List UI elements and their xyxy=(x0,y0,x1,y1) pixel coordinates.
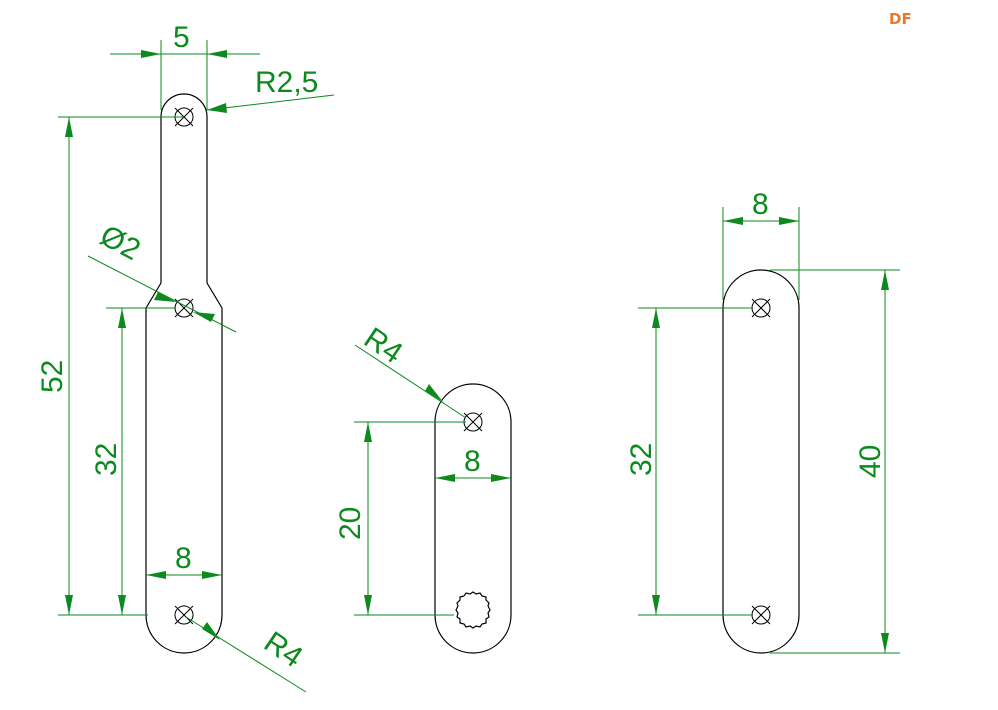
logo-text: DF xyxy=(889,10,912,28)
dim-long-top-width xyxy=(110,40,260,110)
dim-long-hole-diameter xyxy=(87,255,237,333)
dim-long-bottom-width-text: 8 xyxy=(175,542,192,575)
dim-short-radius xyxy=(354,344,467,419)
dim-straight-overall-length xyxy=(770,269,900,654)
straight-link-part xyxy=(722,269,800,654)
dim-long-bottom-width xyxy=(146,571,222,579)
dim-long-overall-length xyxy=(58,116,184,616)
dim-long-top-radius xyxy=(206,94,335,113)
long-link-bottom-hole xyxy=(174,605,194,625)
dim-long-top-radius-text: R2,5 xyxy=(255,66,318,99)
short-link-part xyxy=(434,383,512,654)
dim-straight-hole-spacing xyxy=(638,307,753,616)
dim-short-width xyxy=(435,474,511,482)
short-link-splined-hole xyxy=(455,591,491,629)
dim-long-hole-spacing-text: 32 xyxy=(90,443,123,476)
dim-long-overall-length-text: 52 xyxy=(36,360,69,393)
straight-link-outline xyxy=(722,269,800,654)
straight-link-top-hole xyxy=(751,298,771,318)
dim-short-width-text: 8 xyxy=(464,445,481,478)
dim-short-hole-spacing xyxy=(354,421,466,616)
dim-long-top-width-text: 5 xyxy=(173,21,190,54)
straight-link-bottom-hole xyxy=(751,605,771,625)
short-link-top-hole xyxy=(463,412,483,432)
dim-straight-width-text: 8 xyxy=(752,188,769,221)
dim-short-radius-text: R4 xyxy=(358,321,408,370)
short-link-outline xyxy=(434,383,512,654)
long-link-outline xyxy=(145,93,223,654)
dim-long-bottom-radius xyxy=(185,616,307,693)
dim-short-hole-spacing-text: 20 xyxy=(334,507,367,540)
dim-straight-hole-spacing-text: 32 xyxy=(625,443,658,476)
dim-straight-overall-length-text: 40 xyxy=(854,445,887,478)
dim-straight-width xyxy=(722,207,800,300)
dim-long-hole-spacing xyxy=(106,307,176,615)
dim-long-hole-diameter-text: Ø2 xyxy=(95,219,146,267)
